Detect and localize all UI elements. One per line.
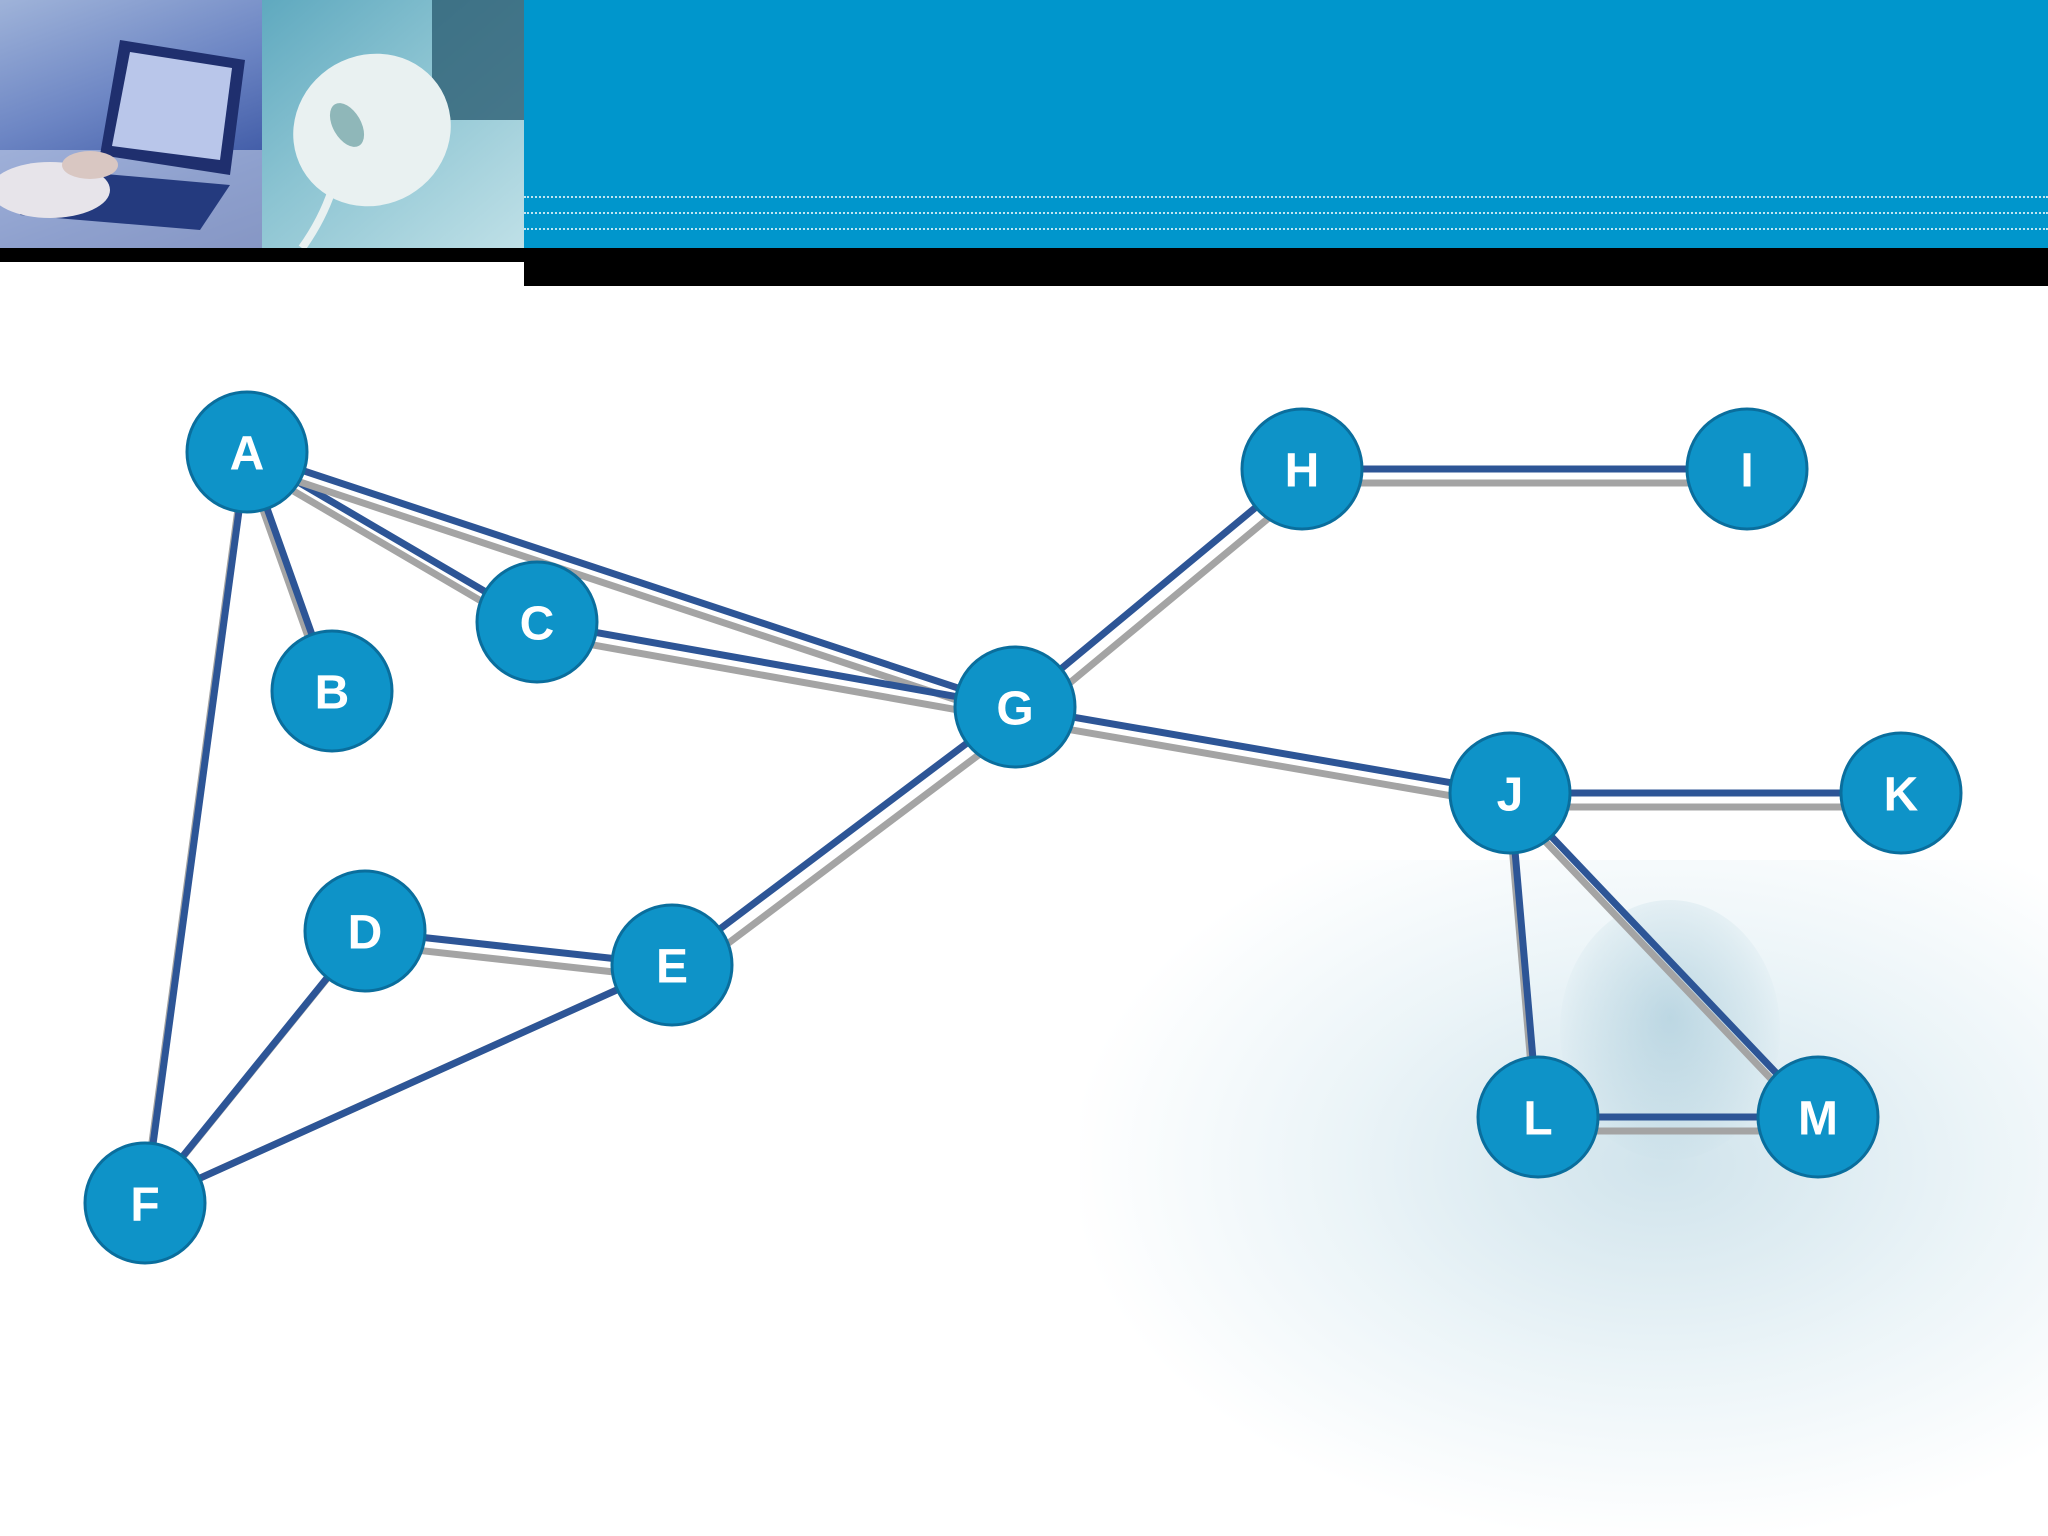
node-D: D: [303, 869, 427, 993]
dotted-rule: [524, 212, 2048, 214]
node-circle: [475, 560, 599, 684]
edge-shadow-A-C: [292, 488, 496, 612]
node-circle: [1839, 731, 1963, 855]
node-label: C: [520, 598, 555, 651]
node-B: B: [270, 629, 394, 753]
edge-shadow-J-M: [1543, 839, 1785, 1094]
node-circle: [1476, 1055, 1600, 1179]
node-label: I: [1740, 445, 1753, 498]
node-circle: [1756, 1055, 1880, 1179]
node-circle: [270, 629, 394, 753]
dotted-rule: [524, 196, 2048, 198]
edge-D-E: [416, 933, 621, 963]
node-circle: [1240, 407, 1364, 531]
edge-E-G: [711, 735, 976, 937]
node-label: K: [1884, 769, 1919, 822]
node-circle: [185, 390, 309, 514]
edge-A-C: [290, 475, 494, 599]
node-label: G: [996, 683, 1033, 736]
node-I: I: [1685, 407, 1809, 531]
dotted-rule: [524, 228, 2048, 230]
node-label: A: [230, 428, 265, 481]
edge-G-J: [1065, 712, 1460, 788]
node-circle: [303, 869, 427, 993]
node-M: M: [1756, 1055, 1880, 1179]
node-A: A: [185, 390, 309, 514]
node-label: J: [1497, 769, 1524, 822]
edge-A-G: [295, 465, 967, 694]
node-circle: [1685, 407, 1809, 531]
node-label: E: [656, 941, 688, 994]
node-H: H: [1240, 407, 1364, 531]
node-E: E: [610, 903, 734, 1027]
node-circle: [83, 1141, 207, 1265]
edge-shadow-C-G: [592, 641, 970, 716]
edge-shadow-E-G: [722, 747, 987, 949]
node-circle: [1448, 731, 1572, 855]
node-K: K: [1839, 731, 1963, 855]
node-label: M: [1798, 1093, 1838, 1146]
node-F: F: [83, 1141, 207, 1265]
header-rule-right: [524, 248, 2048, 286]
node-label: F: [130, 1179, 159, 1232]
node-label: B: [315, 667, 350, 720]
edge-shadow-G-J: [1070, 726, 1464, 802]
edge-shadow-G-H: [1063, 511, 1276, 689]
node-circle: [953, 645, 1077, 769]
edge-shadow-A-B: [259, 508, 317, 652]
node-L: L: [1476, 1055, 1600, 1179]
edge-J-L: [1510, 844, 1538, 1066]
graph-edges: [146, 465, 1855, 1185]
edge-C-G: [587, 627, 965, 702]
background-photo-watermark: [1080, 860, 2048, 1536]
edge-G-H: [1052, 499, 1265, 677]
edge-A-F: [148, 503, 244, 1152]
header-rule-left: [0, 248, 524, 262]
node-J: J: [1448, 731, 1572, 855]
node-circle: [610, 903, 734, 1027]
header-banner: [0, 0, 2048, 290]
edge-D-F: [174, 969, 336, 1165]
mouse-photo: [262, 0, 524, 248]
edge-A-B: [261, 499, 318, 644]
title-band: [524, 0, 2048, 248]
node-label: H: [1285, 445, 1320, 498]
edge-J-M: [1543, 828, 1785, 1082]
laptop-photo: [0, 0, 262, 248]
edge-shadow-A-G: [298, 478, 971, 708]
node-label: D: [348, 907, 383, 960]
edge-E-F: [190, 983, 627, 1185]
node-G: G: [953, 645, 1077, 769]
edge-shadow-D-E: [421, 947, 626, 977]
node-label: L: [1523, 1093, 1552, 1146]
node-C: C: [475, 560, 599, 684]
graph-nodes: A B C D E F G H I J K L M: [83, 390, 1963, 1265]
